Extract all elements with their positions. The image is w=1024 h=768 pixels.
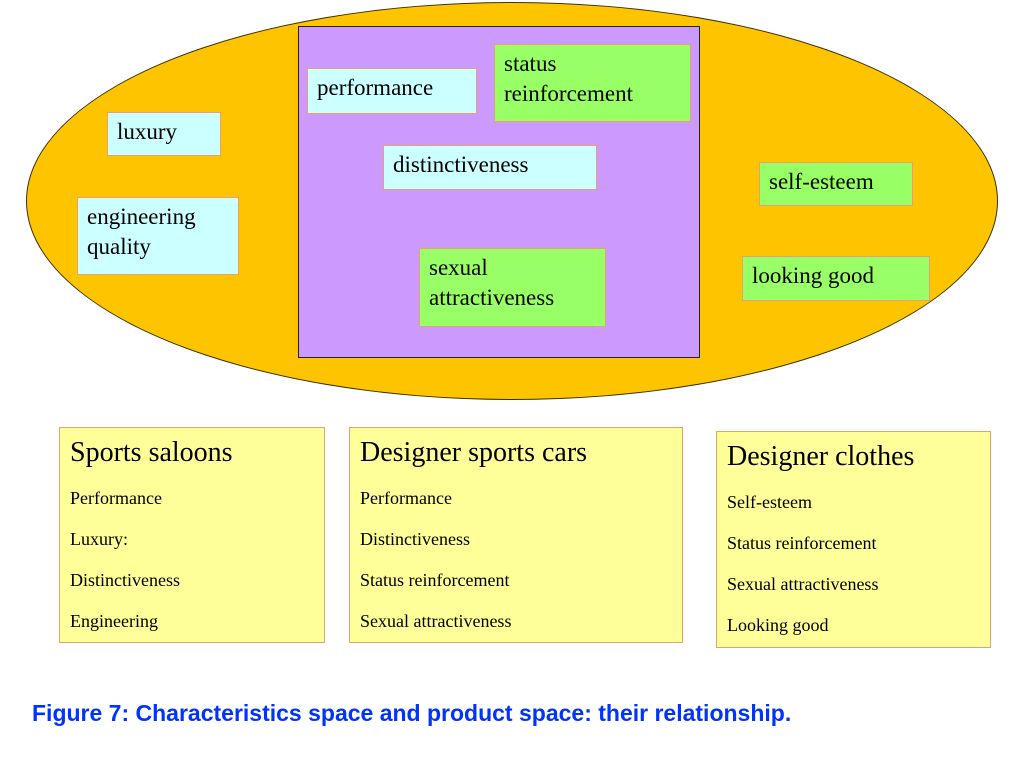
tag-luxury: luxury (107, 112, 221, 156)
panel-item: Performance (70, 488, 162, 508)
tag-engineering-quality-line2: quality (87, 234, 151, 259)
tag-looking-good-label: looking good (752, 263, 875, 288)
panel-item: Engineering (70, 611, 158, 631)
panel-title: Sports saloons (70, 437, 233, 468)
tag-status-reinforcement-line1: status (504, 51, 557, 76)
product-panel-sports-saloons: Sports saloons Performance Luxury: Disti… (59, 427, 325, 643)
product-panel-designer-clothes: Designer clothes Self-esteem Status rein… (716, 431, 991, 648)
panel-item: Status reinforcement (360, 570, 510, 590)
tag-status-reinforcement: status reinforcement (494, 44, 691, 122)
tag-distinctiveness: distinctiveness (383, 145, 597, 190)
panel-item: Distinctiveness (70, 570, 180, 590)
tag-sexual-attractiveness-line1: sexual (429, 255, 488, 280)
panel-title: Designer sports cars (360, 437, 588, 468)
tag-looking-good: looking good (742, 256, 930, 301)
panel-item: Distinctiveness (360, 529, 470, 549)
panel-item: Self-esteem (727, 492, 812, 512)
tag-performance-label: performance (317, 75, 434, 100)
tag-sexual-attractiveness-line2: attractiveness (429, 285, 555, 310)
tag-luxury-label: luxury (117, 119, 178, 144)
panel-item: Looking good (727, 615, 829, 635)
tag-sexual-attractiveness: sexual attractiveness (419, 248, 606, 327)
tag-performance: performance (307, 68, 477, 114)
panel-item: Sexual attractiveness (727, 574, 879, 594)
tag-status-reinforcement-line2: reinforcement (504, 81, 633, 106)
panel-item: Sexual attractiveness (360, 611, 512, 631)
product-panel-designer-sports-cars: Designer sports cars Performance Distinc… (349, 427, 683, 643)
panel-item: Performance (360, 488, 452, 508)
tag-self-esteem: self-esteem (759, 162, 913, 206)
figure-caption: Figure 7: Characteristics space and prod… (32, 700, 792, 726)
tag-engineering-quality: engineering quality (77, 197, 239, 275)
tag-self-esteem-label: self-esteem (769, 169, 874, 194)
panel-item: Status reinforcement (727, 533, 877, 553)
panel-item: Luxury: (70, 529, 128, 549)
tag-engineering-quality-line1: engineering (87, 204, 196, 229)
panel-title: Designer clothes (727, 441, 915, 472)
tag-distinctiveness-label: distinctiveness (393, 152, 529, 177)
